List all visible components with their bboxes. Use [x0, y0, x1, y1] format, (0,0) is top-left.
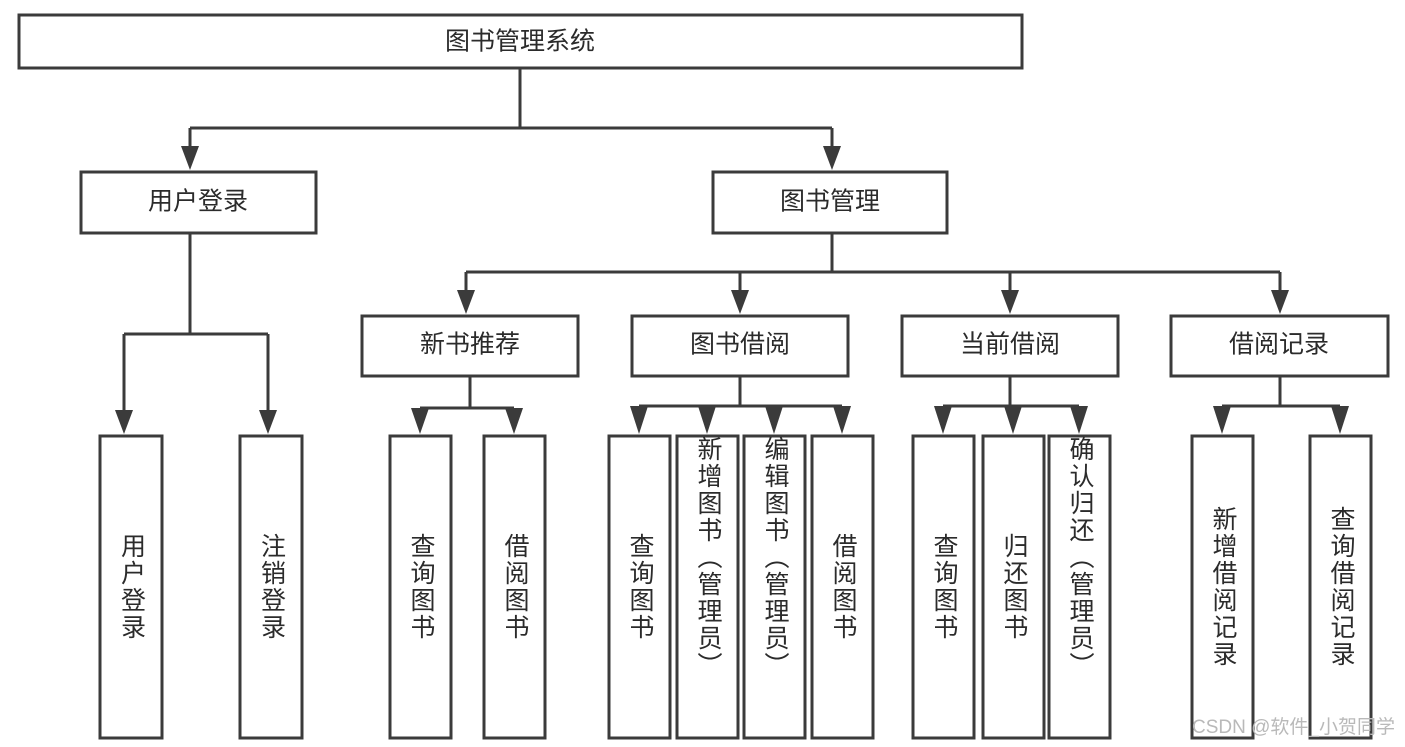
node-current-borrow[interactable]: 当前借阅 [900, 314, 1120, 378]
leaf-box-add-record[interactable] [1190, 434, 1255, 740]
node-borrow-record-label: 借阅记录 [1229, 331, 1329, 359]
node-book-borrow[interactable]: 图书借阅 [630, 314, 850, 378]
node-root-label: 图书管理系统 [445, 28, 595, 56]
leaf-box-user-login[interactable] [98, 434, 164, 740]
node-book-manage-label: 图书管理 [780, 188, 880, 216]
node-book-manage[interactable]: 图书管理 [711, 170, 949, 235]
leaf-box-add-book[interactable] [675, 434, 740, 740]
leaf-box-query-book-2[interactable] [607, 434, 672, 740]
node-current-borrow-label: 当前借阅 [960, 331, 1060, 359]
node-user-login-label: 用户登录 [148, 188, 248, 216]
connector-currentborrow-to-leaves [934, 376, 1088, 434]
node-borrow-record[interactable]: 借阅记录 [1169, 314, 1390, 378]
node-new-book-recommend-label: 新书推荐 [420, 331, 520, 359]
leaf-box-query-book-1[interactable] [388, 434, 453, 740]
connector-bookmanage-to-level3 [457, 233, 1289, 314]
leaf-box-return-book[interactable] [981, 434, 1046, 740]
leaf-box-user-logout[interactable] [238, 434, 304, 740]
leaf-box-query-record[interactable] [1308, 434, 1373, 740]
connector-borrowrecord-to-leaves [1213, 376, 1349, 434]
leaf-box-borrow-book-1[interactable] [482, 434, 547, 740]
connector-newbook-to-leaves [411, 376, 523, 434]
connector-root-to-level2 [181, 68, 841, 170]
connector-bookborrow-to-leaves [630, 376, 851, 434]
node-user-login[interactable]: 用户登录 [79, 170, 318, 235]
node-new-book-recommend[interactable]: 新书推荐 [360, 314, 580, 378]
leaf-box-borrow-book-2[interactable] [810, 434, 875, 740]
leaf-box-confirm-return[interactable] [1047, 434, 1112, 740]
connector-userlogin-to-leaves [115, 233, 277, 434]
watermark-text: CSDN @软件_小贺同学 [1192, 717, 1395, 738]
leaf-box-query-book-3[interactable] [911, 434, 976, 740]
leaf-box-edit-book[interactable] [742, 434, 807, 740]
node-root[interactable]: 图书管理系统 [17, 13, 1024, 70]
node-book-borrow-label: 图书借阅 [690, 331, 790, 359]
